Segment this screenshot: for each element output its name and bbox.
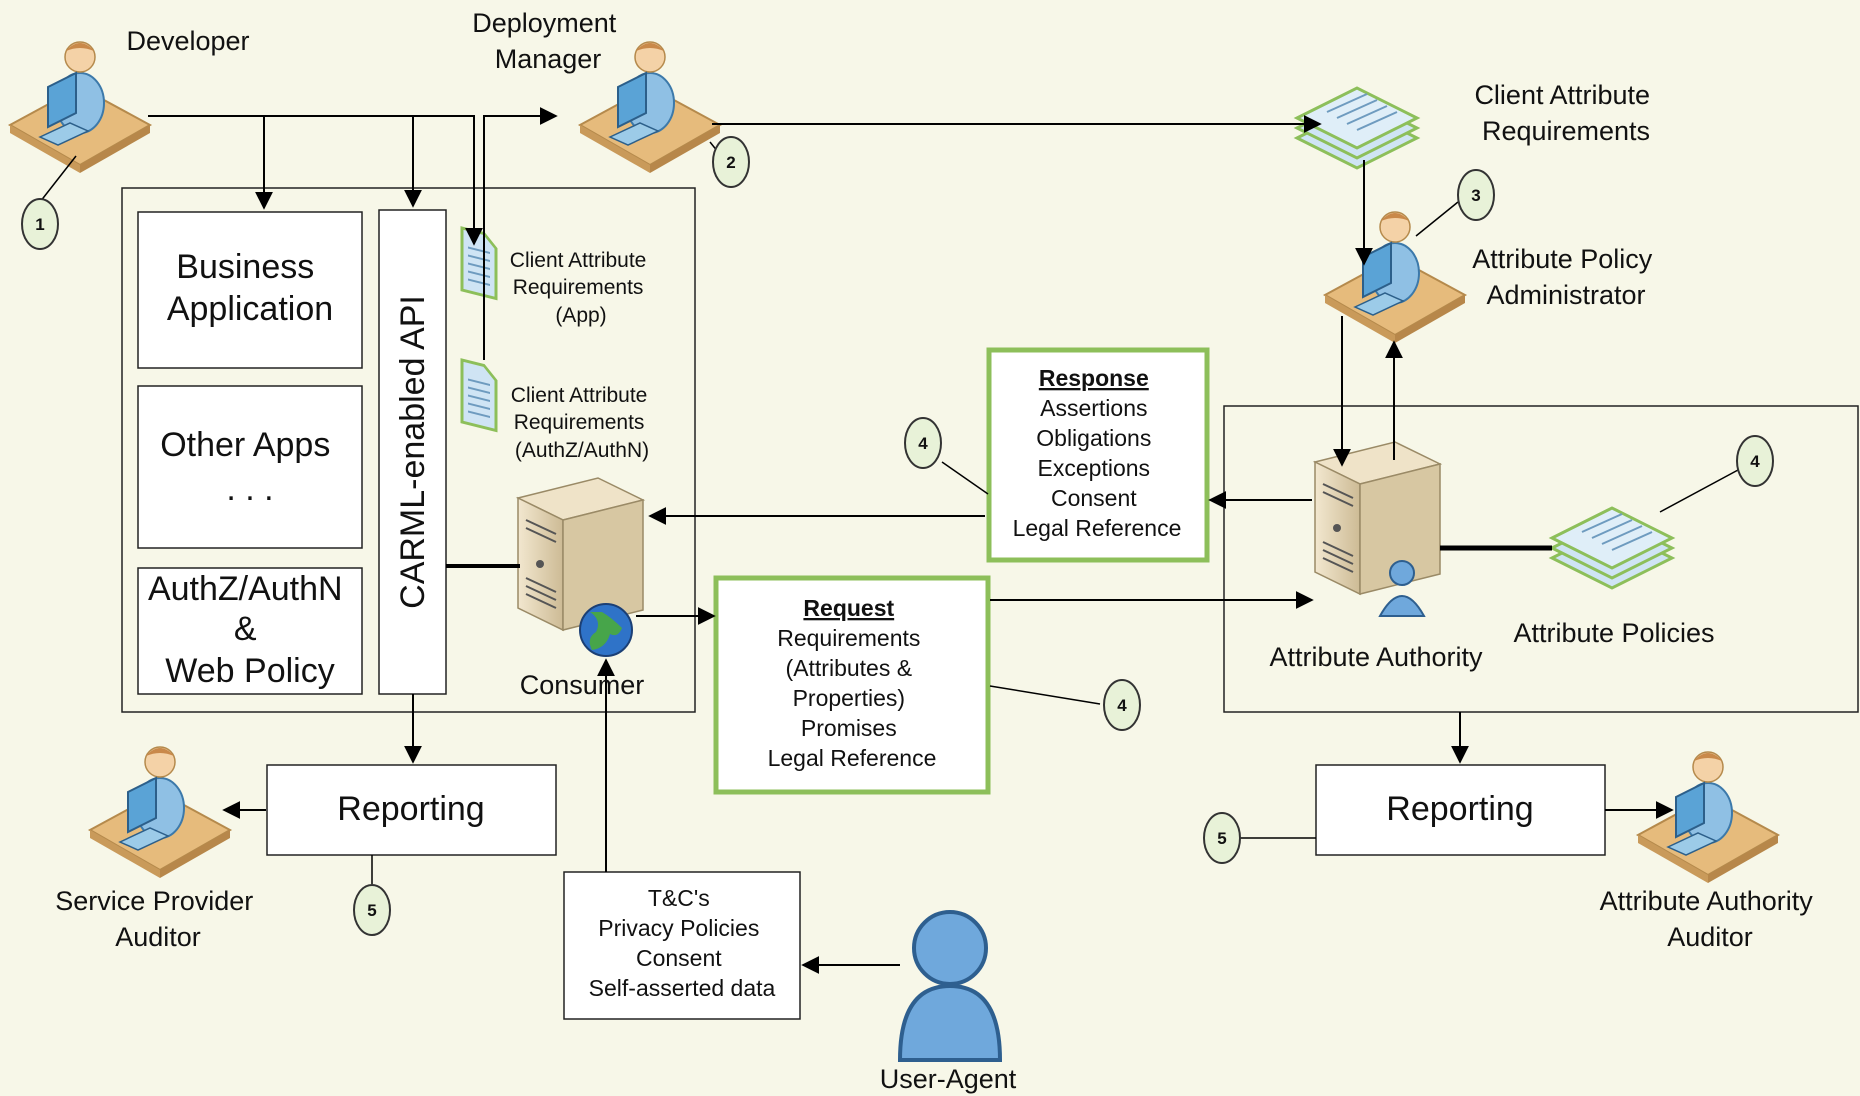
- attribute-authority-label: Attribute Authority: [1269, 642, 1483, 672]
- callout-4-request: 4: [1103, 679, 1141, 731]
- callout-5-right: 5: [1203, 812, 1241, 864]
- callout-4-response: 4: [904, 417, 942, 469]
- consumer-server-icon: [517, 477, 644, 631]
- reporting-left-box: [266, 764, 557, 856]
- developer-icon: [9, 41, 151, 174]
- service-provider-auditor-icon: [89, 746, 231, 879]
- authz-web-policy-label: AuthZ/AuthN & Web Policy: [148, 570, 352, 690]
- doc-app-label: Client Attribute Requirements (App): [510, 249, 652, 327]
- attribute-policy-administrator-label: Attribute Policy Administrator: [1472, 244, 1660, 310]
- carml-api-label: CARML-enabled API: [394, 295, 432, 609]
- user-agent-label: User-Agent: [880, 1064, 1017, 1094]
- attribute-policies-label: Attribute Policies: [1513, 618, 1714, 648]
- svg-text:5: 5: [367, 901, 376, 920]
- other-apps-label: Other Apps . . .: [160, 426, 340, 508]
- callout-1: 1: [21, 198, 59, 250]
- callout-2: 2: [712, 136, 750, 188]
- client-attribute-requirements-label: Client Attribute Requirements: [1474, 80, 1657, 146]
- doc-authz-icon: [460, 358, 498, 432]
- svg-text:1: 1: [35, 215, 44, 234]
- svg-text:3: 3: [1471, 186, 1480, 205]
- request-box: [713, 575, 991, 795]
- attribute-authority-boundary: [1223, 405, 1859, 713]
- service-provider-boundary: [121, 187, 696, 713]
- attribute-authority-auditor-icon: [1637, 751, 1779, 884]
- service-provider-auditor-label: Service Provider Auditor: [55, 886, 261, 952]
- callout-4-policies: 4: [1736, 435, 1774, 487]
- other-apps-box: [137, 385, 363, 549]
- terms-text: T&C's Privacy Policies Consent Self-asse…: [589, 885, 776, 1001]
- doc-authz-label: Client Attribute Requirements (AuthZ/Aut…: [511, 384, 653, 462]
- doc-app-icon: [460, 226, 498, 300]
- authz-web-policy-box: [137, 567, 363, 695]
- response-text: Response Assertions Obligations Exceptio…: [1013, 365, 1182, 541]
- response-box: [986, 347, 1210, 563]
- request-title: Request: [803, 595, 894, 621]
- svg-text:4: 4: [1750, 452, 1760, 471]
- svg-text:5: 5: [1217, 829, 1226, 848]
- attribute-authority-auditor-label: Attribute Authority Auditor: [1600, 886, 1821, 952]
- reporting-left-label: Reporting: [337, 790, 484, 828]
- reporting-right-box: [1315, 764, 1606, 856]
- response-title: Response: [1039, 365, 1149, 391]
- business-application-box: [137, 211, 363, 369]
- user-agent-icon: [897, 910, 1003, 1062]
- consumer-label: Consumer: [520, 670, 645, 700]
- request-text: Request Requirements (Attributes & Prope…: [768, 595, 937, 771]
- business-application-label: Business Application: [167, 248, 333, 328]
- attribute-policy-administrator-icon: [1324, 211, 1466, 344]
- reporting-right-label: Reporting: [1386, 790, 1533, 828]
- developer-label: Developer: [126, 26, 249, 56]
- deployment-manager-label: Deployment Manager: [472, 8, 624, 74]
- svg-text:4: 4: [918, 434, 928, 453]
- client-attribute-requirements-docs-icon: [1295, 86, 1419, 170]
- attribute-authority-server-icon: [1314, 441, 1441, 595]
- svg-text:4: 4: [1117, 696, 1127, 715]
- svg-text:2: 2: [726, 153, 735, 172]
- terms-box: [563, 871, 801, 1020]
- connectors: [39, 107, 1739, 974]
- attribute-policies-docs-icon: [1550, 506, 1674, 590]
- globe-icon: [579, 603, 633, 657]
- authority-user-icon: [1378, 560, 1426, 617]
- callout-3: 3: [1457, 169, 1495, 221]
- callout-5-left: 5: [353, 884, 391, 936]
